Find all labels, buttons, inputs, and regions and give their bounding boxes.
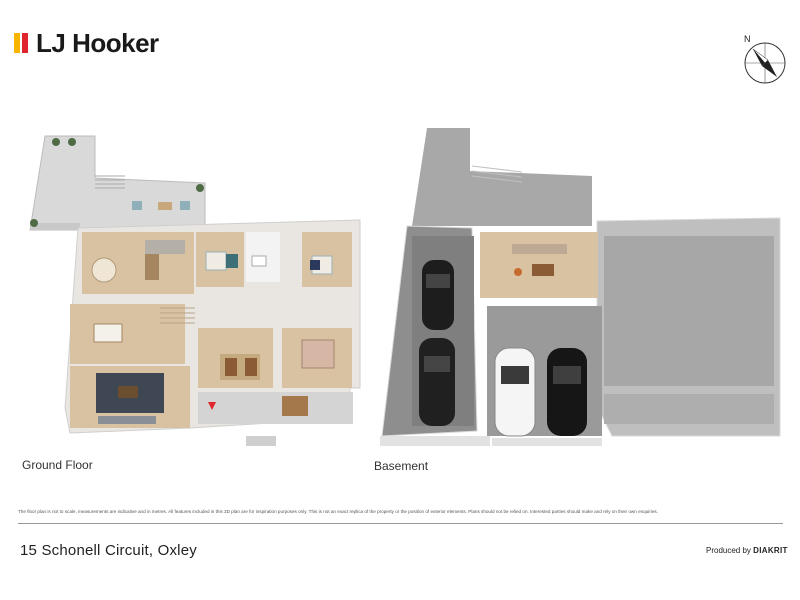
producer-prefix: Produced by bbox=[706, 546, 751, 555]
logo-mark bbox=[14, 33, 28, 53]
logo-text: LJ Hooker bbox=[36, 27, 159, 58]
ground-floor-plan bbox=[20, 128, 365, 453]
compass-north-label: N bbox=[744, 34, 751, 44]
disclaimer-text: The floor plan is not to scale, measurem… bbox=[18, 509, 658, 514]
brand-logo: LJ Hooker bbox=[14, 27, 159, 58]
compass-icon: N bbox=[740, 32, 790, 88]
producer-credit: Produced by DIAKRIT bbox=[706, 546, 788, 555]
basement-plan bbox=[372, 126, 787, 456]
footer-divider bbox=[18, 523, 783, 524]
basement-label: Basement bbox=[374, 459, 429, 473]
producer-brand: DIAKRIT bbox=[753, 546, 788, 555]
ground-floor-label: Ground Floor bbox=[22, 458, 93, 472]
property-address: 15 Schonell Circuit, Oxley bbox=[20, 542, 197, 559]
